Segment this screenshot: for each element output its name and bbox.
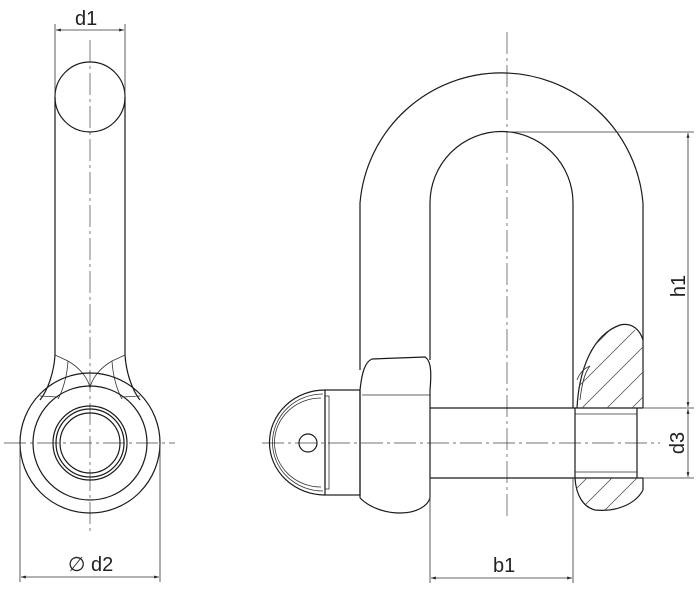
front-view — [262, 32, 694, 583]
dimension-label-d1: d1 — [75, 8, 98, 30]
dimension-label-h1: h1 — [668, 274, 691, 298]
dimension-label-d2: ∅ d2 — [68, 554, 114, 576]
diameter-symbol-icon: ∅ — [68, 554, 86, 576]
dimension-label-d3: d3 — [667, 431, 690, 455]
dimension-label-b1: b1 — [493, 555, 516, 577]
side-view — [4, 24, 175, 582]
